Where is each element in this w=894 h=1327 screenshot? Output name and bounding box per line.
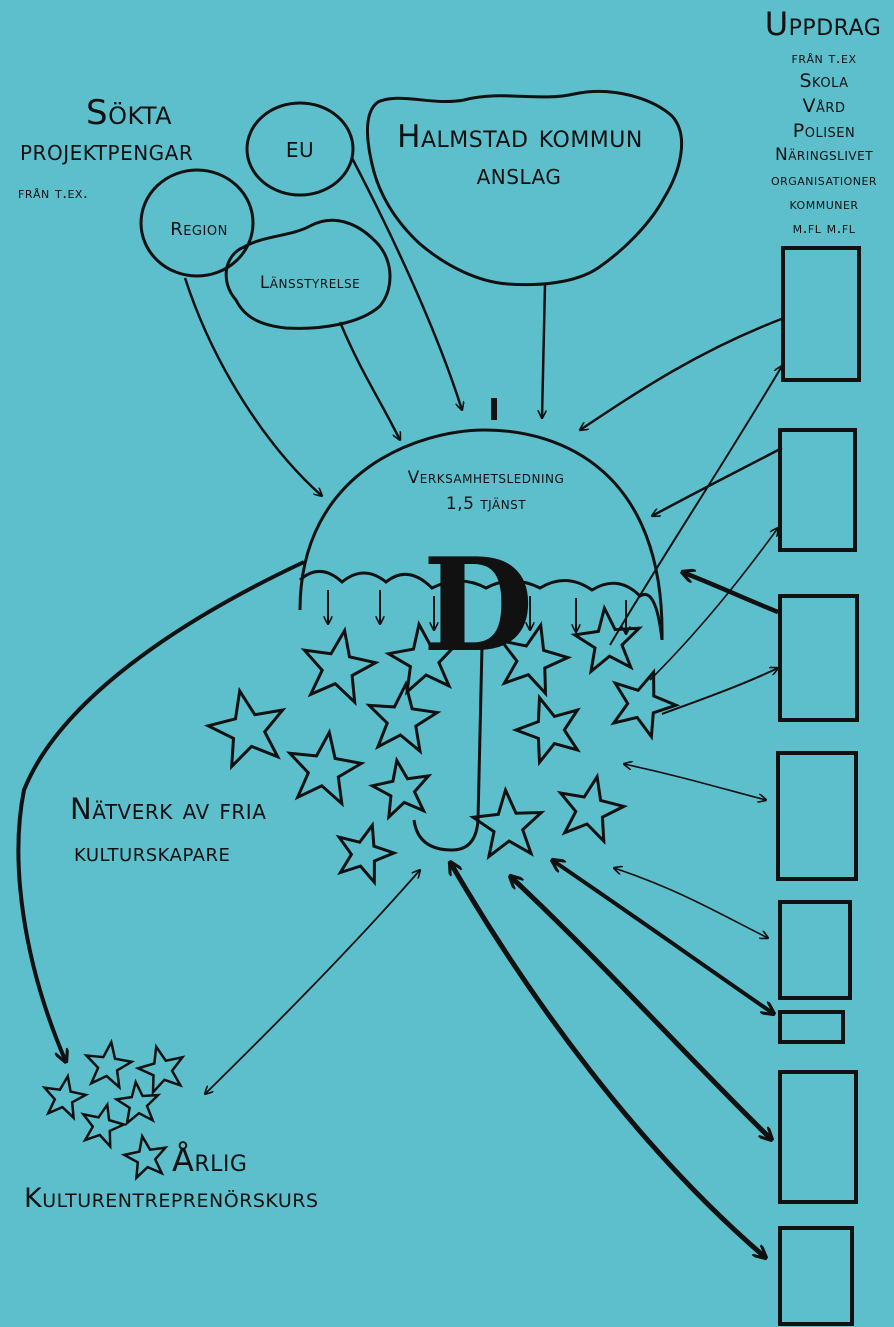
- umbrella-label-line1: Verksamhetsledning: [408, 470, 565, 487]
- course-arrows: [18, 562, 420, 1094]
- assignment-item: Vård: [803, 97, 846, 116]
- assignment-boxes: [778, 248, 859, 1324]
- course-label-line1: Årlig: [172, 1144, 247, 1176]
- assignments-title: Uppdrag: [765, 8, 882, 40]
- star-icon: [561, 777, 624, 841]
- star-icon: [86, 1042, 131, 1087]
- assignment-item: kommuner: [789, 197, 858, 212]
- star-icon: [516, 698, 578, 763]
- municipality-line2: anslag: [477, 160, 562, 189]
- assignment-item: Polisen: [793, 122, 855, 141]
- lansstyrelse-label: Länsstyrelse: [260, 275, 360, 292]
- assignment-item: m.fl m.fl: [793, 221, 856, 236]
- arrow-icon: [652, 448, 782, 516]
- course-stars: [45, 1042, 183, 1178]
- assignment-item: Skola: [799, 72, 848, 91]
- star-icon: [83, 1105, 124, 1147]
- arrow-icon: [510, 876, 772, 1140]
- sought-subtitle: från t.ex.: [18, 186, 88, 201]
- assignment-box: [780, 1072, 856, 1202]
- logo-letter: D: [423, 531, 534, 681]
- network-label-line1: Nätverk av fria: [70, 795, 266, 824]
- arrow-icon: [614, 868, 768, 938]
- star-icon: [117, 1082, 159, 1123]
- arrow-icon: [450, 862, 766, 1258]
- arrow-icon: [624, 764, 766, 800]
- arrow-icon: [185, 278, 322, 496]
- eu-label: EU: [286, 140, 314, 160]
- star-icon: [575, 608, 639, 671]
- star-icon: [369, 684, 437, 751]
- star-icon: [138, 1047, 182, 1093]
- assignment-box: [780, 1012, 843, 1042]
- star-icon: [124, 1136, 165, 1178]
- sought-title-line2: projektpengar: [20, 137, 193, 165]
- umbrella-label-line2: 1,5 tjänst: [446, 496, 526, 513]
- star-icon: [290, 732, 362, 803]
- municipality-line1: Halmstad kommun: [397, 122, 643, 153]
- assignment-box: [780, 1228, 852, 1324]
- star-icon: [45, 1076, 86, 1118]
- assignment-arrows: [450, 318, 784, 1258]
- arrow-icon: [542, 284, 545, 418]
- sought-title-line1: Sökta: [86, 96, 172, 130]
- star-icon: [339, 825, 394, 882]
- assignment-box: [778, 753, 856, 879]
- star-icon: [614, 672, 676, 737]
- star-icon: [304, 631, 375, 703]
- assignment-box: [780, 902, 850, 998]
- arrow-icon: [662, 668, 778, 714]
- star-icon: [372, 761, 428, 818]
- assignments-subtitle: från t.ex: [792, 51, 857, 66]
- arrow-icon: [205, 870, 420, 1094]
- star-icon: [473, 790, 541, 856]
- assignment-box: [780, 596, 857, 720]
- assignment-box: [780, 430, 855, 550]
- arrow-icon: [340, 322, 400, 440]
- region-label: Region: [170, 221, 228, 239]
- assignment-item: Näringslivet: [775, 147, 873, 164]
- assignment-item: organisationer: [771, 173, 877, 188]
- assignment-box: [783, 248, 859, 380]
- arrow-icon: [352, 158, 462, 410]
- course-label-line2: Kulturentreprenörskurs: [24, 1185, 319, 1212]
- network-label-line2: kulturskapare: [74, 840, 230, 865]
- arrow-icon: [682, 572, 778, 612]
- funding-arrows: [185, 158, 545, 496]
- star-icon: [208, 691, 282, 767]
- arrow-icon: [552, 860, 774, 1014]
